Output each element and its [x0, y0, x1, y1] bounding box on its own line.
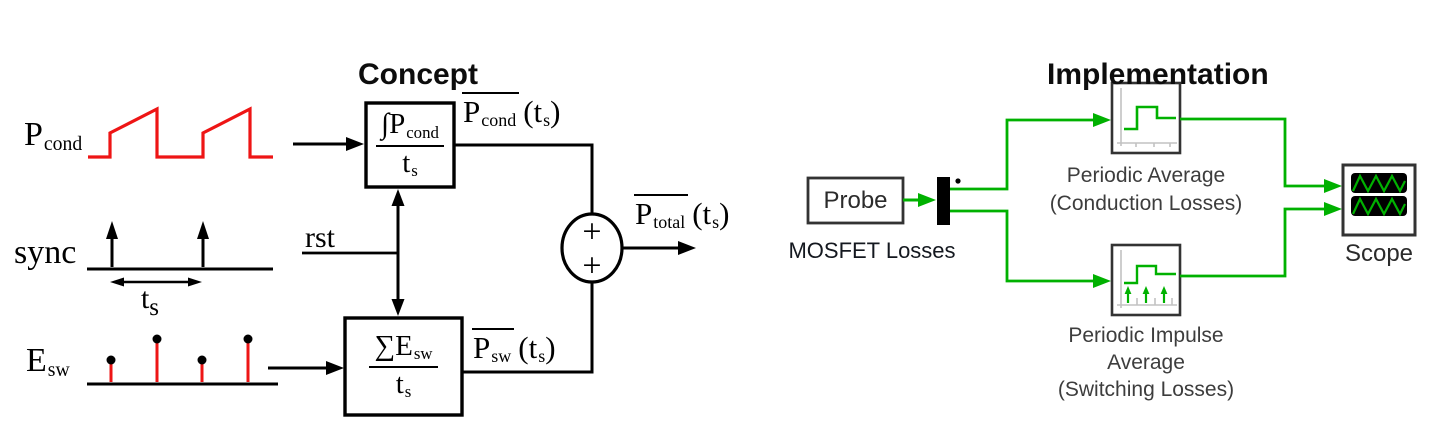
adder-plus-top: +: [582, 214, 601, 251]
mosfet-losses-caption: MOSFET Losses: [788, 238, 956, 263]
periodic-average-caption-line2: (Conduction Losses): [1049, 192, 1243, 215]
integrator-formula: ∫Pcond ts: [366, 103, 454, 187]
probe-block: [806, 176, 905, 225]
periodic-average-block: [1110, 81, 1182, 155]
accumulator-denominator: ts: [395, 368, 412, 402]
ptotal-avg-output-label: Ptotal(ts): [634, 194, 730, 233]
concept-title: Concept: [358, 58, 478, 91]
sync-signal: [87, 221, 273, 271]
rst-label: rst: [305, 221, 335, 254]
psw-avg-output-label: Psw(ts): [472, 328, 556, 367]
esw-signal-label: Esw: [26, 342, 70, 381]
probe-output-arrow: [903, 193, 936, 207]
implementation-title: Implementation: [1047, 58, 1269, 91]
integrator-numerator: ∫Pcond: [376, 110, 444, 147]
pcond-signal-label: Pcond: [24, 116, 83, 155]
periodic-impulse-average-caption-line3: (Switching Losses): [1057, 378, 1235, 401]
pcond-waveform: [88, 106, 273, 159]
adder-plus-bottom: +: [582, 248, 601, 285]
scope-label: Scope: [1344, 240, 1414, 267]
esw-input-arrow: [268, 361, 344, 375]
psw-avg-wire: [462, 283, 594, 374]
sync-signal-label: sync: [14, 234, 77, 271]
reset-double-arrow: [391, 189, 405, 316]
integrator-denominator: ts: [402, 146, 418, 180]
periodic-average-output-wire: [1180, 117, 1342, 193]
periodic-impulse-average-output-wire: [1180, 202, 1342, 278]
ts-label: ts: [140, 282, 160, 321]
periodic-impulse-average-caption-line1: Periodic Impulse: [1068, 324, 1224, 347]
signal-demux-bar: [937, 177, 961, 225]
periodic-average-caption: Periodic Average (Conduction Losses): [1031, 162, 1261, 218]
pcond-avg-output-label: Pcond(ts): [462, 92, 561, 131]
ptotal-output-arrow: [622, 241, 696, 255]
periodic-impulse-average-caption-line2: Average: [1107, 351, 1185, 374]
adder: + +: [560, 212, 624, 285]
conduction-branch-wire: [950, 113, 1111, 191]
pcond-input-arrow: [293, 137, 364, 151]
periodic-average-caption-line1: Periodic Average: [1066, 164, 1226, 187]
ts-measure-arrow: [110, 277, 202, 287]
switching-branch-wire: [950, 209, 1111, 288]
pcond-avg-wire: [454, 143, 594, 215]
periodic-impulse-average-caption: Periodic Impulse Average (Switching Loss…: [1046, 322, 1246, 403]
probe-block-label: Probe: [823, 186, 888, 214]
scope-block: [1341, 163, 1417, 237]
accumulator-formula: ∑Esw ts: [345, 318, 462, 415]
periodic-impulse-average-block: [1110, 243, 1182, 317]
esw-impulse-train: [87, 334, 278, 386]
accumulator-numerator: ∑Esw: [369, 331, 438, 368]
